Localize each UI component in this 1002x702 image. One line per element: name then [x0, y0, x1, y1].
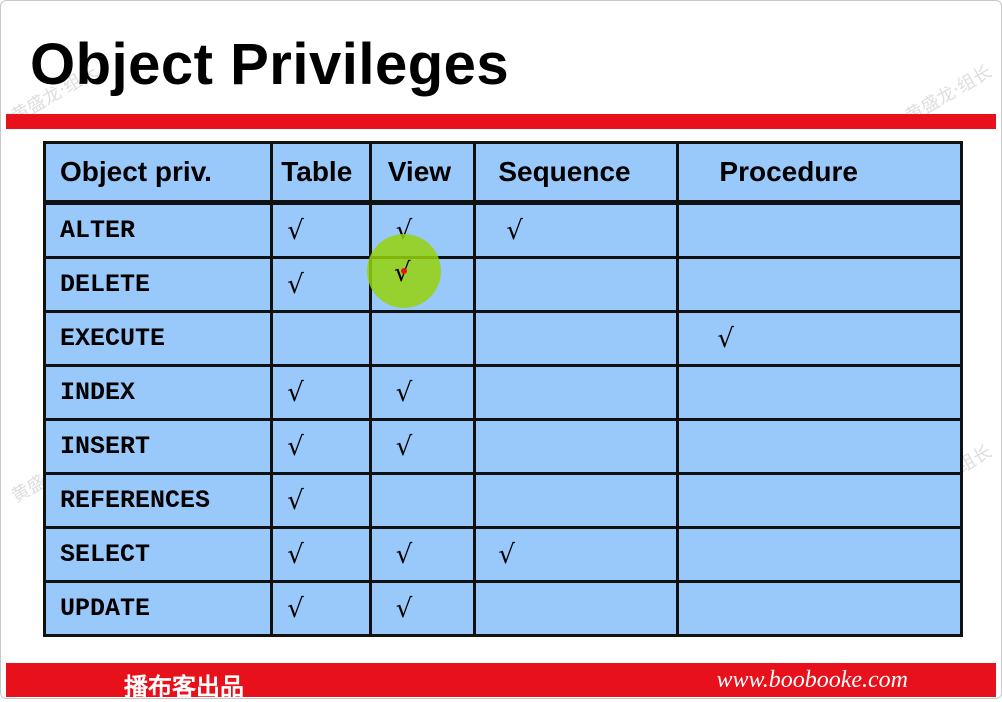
check-cell: [270, 310, 372, 367]
check-cell: [473, 310, 680, 367]
header-sequence: Sequence: [473, 141, 680, 205]
check-cell: [676, 472, 963, 529]
header-table: Table: [270, 141, 372, 205]
table-row: SELECT √ √ √: [42, 526, 963, 583]
check-cell: √: [368, 580, 477, 637]
check-cell: [368, 310, 477, 367]
table-row: INDEX √ √: [42, 364, 963, 421]
table-header-row: Object priv. Table View Sequence Procedu…: [42, 141, 963, 205]
privileges-table: Object priv. Table View Sequence Procedu…: [42, 141, 963, 637]
table-row: INSERT √ √: [42, 418, 963, 475]
header-procedure: Procedure: [676, 141, 963, 205]
check-cell: √: [270, 580, 372, 637]
privilege-name: INSERT: [42, 418, 274, 475]
privilege-name: SELECT: [42, 526, 274, 583]
table-row: UPDATE √ √: [42, 580, 963, 637]
footer-url[interactable]: www.boobooke.com: [716, 667, 908, 693]
title-underline-bar: [6, 114, 996, 129]
privilege-name: INDEX: [42, 364, 274, 421]
check-cell: √: [270, 364, 372, 421]
check-cell: [676, 256, 963, 313]
header-object-priv: Object priv.: [42, 141, 274, 205]
privilege-name: EXECUTE: [42, 310, 274, 367]
check-cell: [676, 580, 963, 637]
privilege-name: UPDATE: [42, 580, 274, 637]
check-cell: √: [270, 526, 372, 583]
check-cell: √: [676, 310, 963, 367]
table-row: REFERENCES √: [42, 472, 963, 529]
check-cell: [473, 418, 680, 475]
check-cell: √: [368, 364, 477, 421]
check-cell: [473, 472, 680, 529]
footer-brand: 播布客出品: [124, 673, 244, 701]
check-cell: √: [270, 256, 372, 313]
footer-bar: [6, 663, 996, 697]
table-row: ALTER √ √ √: [42, 201, 963, 259]
check-cell: [473, 580, 680, 637]
table-row: DELETE √: [42, 256, 963, 313]
header-view: View: [368, 141, 477, 205]
check-cell: [676, 201, 963, 259]
check-cell: √: [473, 201, 680, 259]
check-cell: [676, 364, 963, 421]
check-cell: √: [473, 526, 680, 583]
check-cell: [473, 364, 680, 421]
cursor-pointer: [401, 268, 407, 274]
privilege-name: DELETE: [42, 256, 274, 313]
privilege-name: REFERENCES: [42, 472, 274, 529]
check-cell: √: [270, 472, 372, 529]
check-cell: √: [270, 201, 372, 259]
table-row: EXECUTE √: [42, 310, 963, 367]
privilege-name: ALTER: [42, 201, 274, 259]
check-cell: √: [270, 418, 372, 475]
check-cell: [676, 526, 963, 583]
check-cell: [368, 472, 477, 529]
check-cell: [473, 256, 680, 313]
check-cell: [676, 418, 963, 475]
slide-title: Object Privileges: [30, 32, 510, 97]
check-cell: √: [368, 526, 477, 583]
check-cell: √: [368, 418, 477, 475]
